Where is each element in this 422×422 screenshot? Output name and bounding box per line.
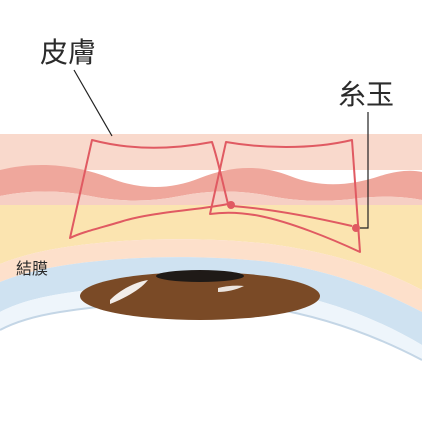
suture-loop-right — [209, 139, 361, 253]
skin-label: 皮膚 — [40, 36, 96, 69]
suture-loops — [69, 139, 361, 253]
skin-layer-lower — [0, 191, 422, 205]
eyeball — [0, 257, 422, 361]
muscle-band — [0, 164, 422, 201]
thread-knot-label: 糸玉 — [338, 78, 394, 111]
skin-leader-line — [73, 69, 113, 137]
suture-knot-left — [227, 201, 235, 209]
conjunctiva-band — [0, 239, 422, 312]
conjunctiva-label: 結膜 — [16, 259, 48, 278]
thread-knot-leader-line — [360, 112, 369, 229]
skin-layer-top — [0, 134, 422, 170]
suture-knot-right — [352, 224, 360, 232]
sclera — [0, 257, 422, 345]
suture-loop-left — [69, 139, 229, 239]
suture-inner-line — [231, 205, 353, 227]
iris-highlight-left — [110, 280, 148, 304]
pupil — [156, 270, 244, 282]
iris-highlight-right — [218, 285, 244, 292]
